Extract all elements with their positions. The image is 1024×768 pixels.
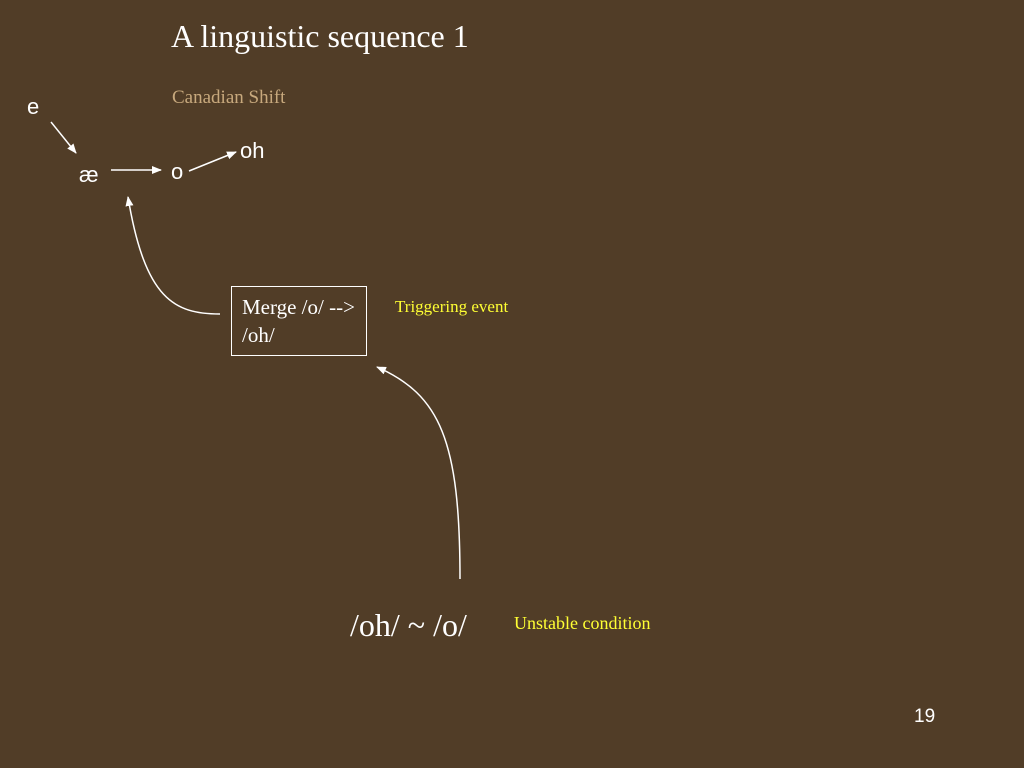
arrow-e-to-ae [50, 121, 77, 154]
phoneme-ae: æ [79, 162, 99, 187]
unstable-condition-label: Unstable condition [514, 613, 651, 633]
variation-label: /oh/ ~ /o/ [350, 607, 467, 643]
arrow-merge-to-ae [125, 196, 221, 315]
phoneme-oh: oh [240, 138, 265, 163]
arrow-o-to-oh [188, 151, 237, 172]
slide-title: A linguistic sequence 1 [171, 18, 469, 54]
triggering-event-label: Triggering event [395, 297, 509, 316]
page-number: 19 [914, 706, 936, 727]
phoneme-e: e [27, 94, 40, 119]
canadian-shift-label: Canadian Shift [172, 87, 286, 108]
arrow-variation-to-merge [376, 366, 461, 580]
phoneme-o: o [171, 159, 184, 184]
merge-box: Merge /o/ --> /oh/ [231, 286, 367, 356]
